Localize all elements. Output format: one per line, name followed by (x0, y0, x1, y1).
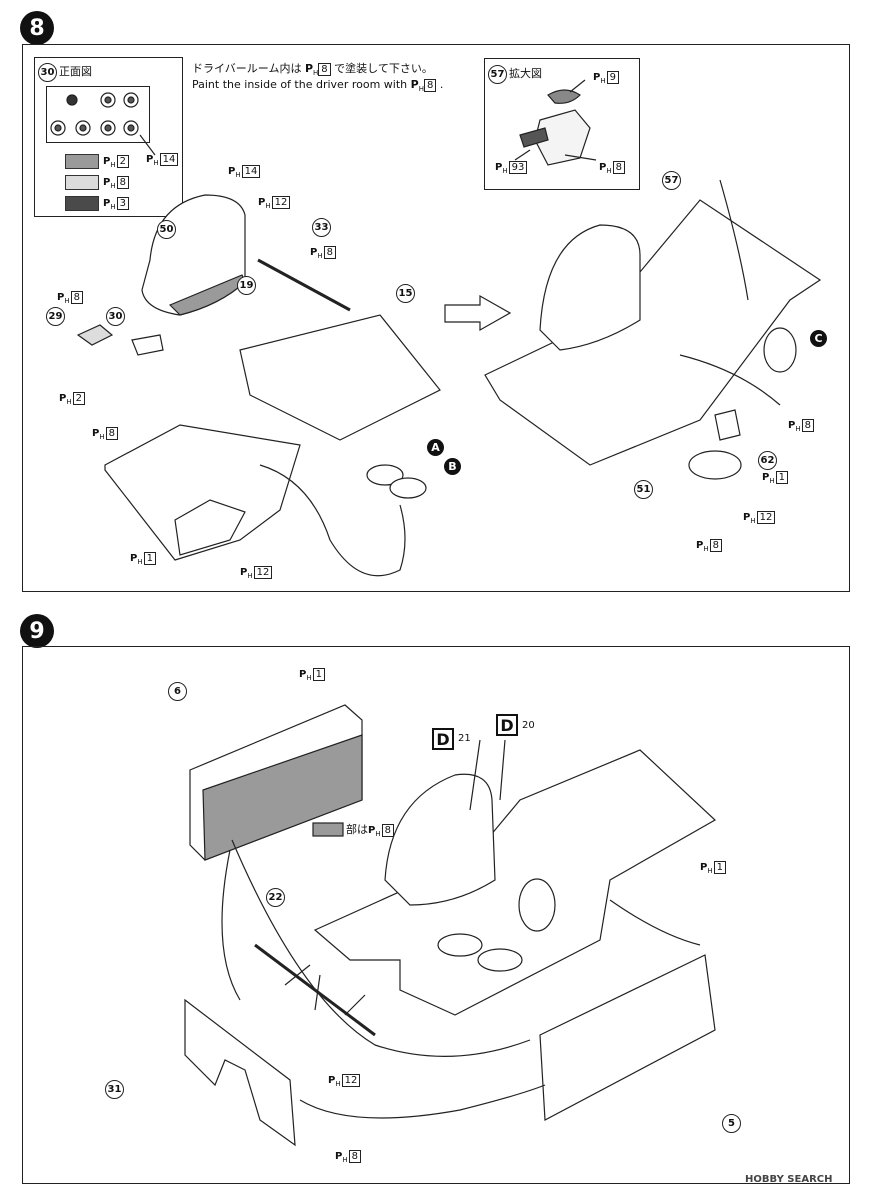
connector-c-badge: C (810, 330, 827, 347)
d-badge-21-part: 21 (458, 733, 471, 744)
part-15-callout: 15 (396, 284, 415, 303)
part-57-callout-2: 57 (662, 171, 681, 190)
part-29-callout: 29 (46, 307, 65, 326)
d-badge-21: D (432, 728, 454, 750)
part-30-callout: 30 (38, 63, 57, 82)
paint-note-en: Paint the inside of the driver room with… (192, 78, 444, 94)
detail-title: 拡大図 (509, 67, 542, 80)
step-9-panel (22, 646, 850, 1184)
step-8-panel (22, 44, 850, 592)
front-view-title: 正面図 (59, 65, 92, 78)
part-30-callout-2: 30 (106, 307, 125, 326)
front-view-detail (46, 86, 150, 143)
part-22-callout: 22 (266, 888, 285, 907)
step-8-number: 8 (20, 11, 54, 45)
part-57-callout: 57 (488, 65, 507, 84)
part-33-callout: 33 (312, 218, 331, 237)
part-50-callout: 50 (157, 220, 176, 239)
watermark: HOBBY SEARCH (745, 1174, 833, 1185)
part-31-callout: 31 (105, 1080, 124, 1099)
connector-b-badge: B (444, 458, 461, 475)
part-6-callout: 6 (168, 682, 187, 701)
step-9-number: 9 (20, 614, 54, 648)
connector-a-badge: A (427, 439, 444, 456)
legend-swatch-2 (65, 154, 99, 169)
part-51-callout: 51 (634, 480, 653, 499)
d-badge-20-part: 20 (522, 720, 535, 731)
part-62-callout: 62 (758, 451, 777, 470)
part-5-callout: 5 (722, 1114, 741, 1133)
part-19-callout: 19 (237, 276, 256, 295)
legend-swatch-8 (65, 175, 99, 190)
legend-swatch-3 (65, 196, 99, 211)
d-badge-20: D (496, 714, 518, 736)
